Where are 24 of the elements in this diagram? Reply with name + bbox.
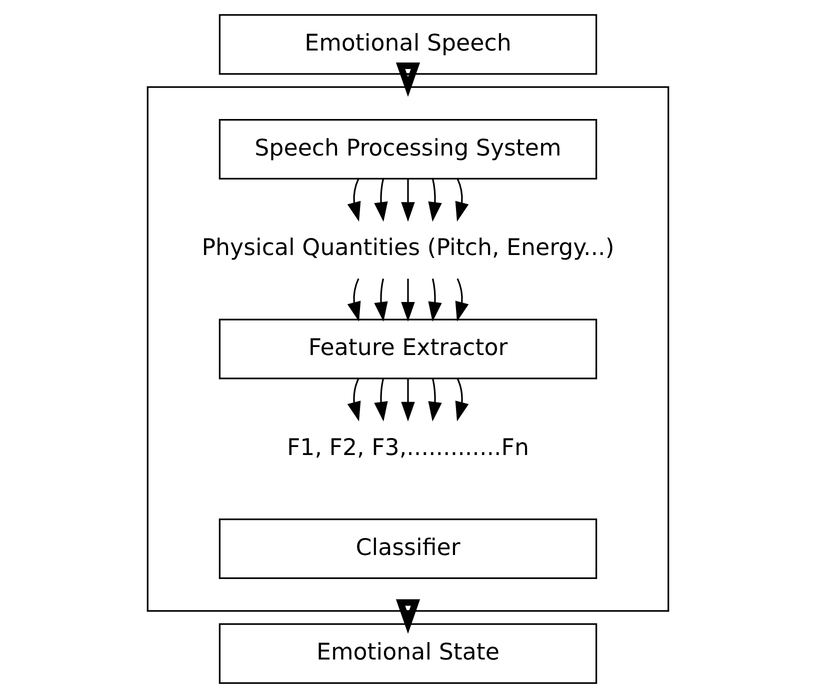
arrow — [454, 278, 468, 322]
arrow — [428, 178, 442, 222]
arrow — [346, 178, 360, 222]
node-box: Emotional State — [218, 623, 597, 684]
node-box: Feature Extractor — [218, 318, 597, 380]
node-text: F1, F2, F3,.............Fn — [286, 434, 529, 461]
arrow — [428, 278, 442, 322]
arrow — [346, 378, 360, 422]
arrow — [346, 278, 360, 322]
arrow — [395, 599, 420, 634]
cluster — [146, 86, 669, 612]
arrow — [454, 178, 468, 222]
node-box: Classifier — [218, 518, 597, 580]
arrow — [395, 62, 420, 97]
arrow — [454, 378, 468, 422]
arrow — [400, 178, 414, 222]
arrow — [400, 278, 414, 322]
arrow — [374, 378, 388, 422]
arrow — [428, 378, 442, 422]
node-box: Speech Processing System — [218, 118, 597, 180]
node-text: Physical Quantities (Pitch, Energy...) — [201, 235, 614, 262]
arrow — [374, 178, 388, 222]
arrow — [374, 278, 388, 322]
arrow — [400, 378, 414, 422]
